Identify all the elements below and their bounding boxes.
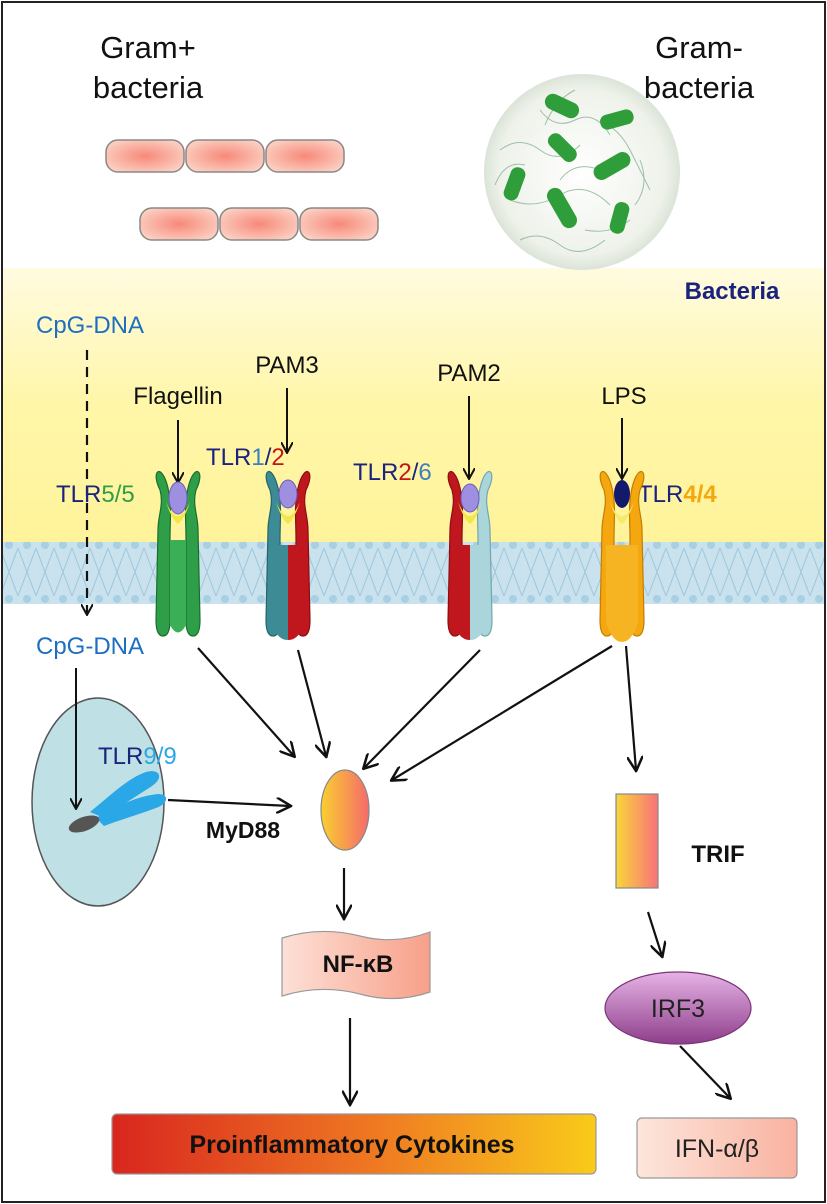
tlr4-4-label: TLR4/4 [638, 481, 717, 508]
cpg-dna-outer-label: CpG-DNA [36, 312, 144, 339]
tlr5-receptor [155, 471, 201, 637]
irf3-to-ifn-arrow [679, 1045, 730, 1098]
trif-label: TRIF [691, 841, 744, 868]
myd88-node [320, 769, 370, 851]
tlr9-to-myd88-arrow [167, 800, 290, 806]
tlr9-receptor [68, 771, 167, 833]
tlr1-2-receptor [265, 471, 311, 640]
trif-to-irf3-arrow [646, 911, 662, 956]
gram-positive-label: Gram+ [100, 30, 196, 65]
myd88-label: MyD88 [206, 817, 280, 843]
tlr5-label: TLR5/5 [56, 481, 135, 508]
tlr9-label: TLR9/9 [98, 743, 177, 770]
tlr4-to-myd88-arrow [392, 645, 613, 780]
cytokines-label: Proinflammatory Cytokines [189, 1131, 514, 1159]
irf3-label: IRF3 [651, 995, 705, 1023]
nfkb-label: NF-κB [323, 951, 394, 978]
gram-negative-label: Gram- [655, 30, 743, 65]
tlr4-4-receptor [599, 471, 645, 642]
irf3-node [604, 971, 752, 1045]
cytokines-node [111, 1113, 597, 1175]
gram-negative-label-2: bacteria [644, 70, 755, 105]
extracellular-region [3, 268, 824, 546]
trif-node [615, 793, 659, 889]
cell-membrane [3, 542, 824, 604]
ifn-node [636, 1117, 798, 1179]
pam3-label: PAM3 [255, 352, 319, 379]
tlr2-6-receptor [447, 471, 493, 640]
tlr1-2-label: TLR1/2 [206, 444, 285, 471]
pam2-label: PAM2 [437, 360, 501, 387]
nfkb-node [281, 930, 431, 1000]
tlr2-6-label: TLR2/6 [353, 459, 432, 486]
gram-positive-rods [105, 139, 379, 241]
tlr5-to-myd88-arrow [197, 647, 294, 756]
tlr12-to-myd88-arrow [296, 649, 326, 756]
gram-positive-label-2: bacteria [93, 70, 204, 105]
gram-negative-colony [484, 74, 680, 270]
tlr26-to-myd88-arrow [364, 649, 481, 768]
tlr4-to-trif-arrow [624, 645, 636, 770]
flagellin-label: Flagellin [133, 383, 222, 410]
bacteria-region-label: Bacteria [685, 278, 780, 305]
ifn-label: IFN-α/β [675, 1135, 759, 1163]
lps-label: LPS [601, 383, 646, 410]
cpg-dna-inner-label: CpG-DNA [36, 633, 144, 660]
